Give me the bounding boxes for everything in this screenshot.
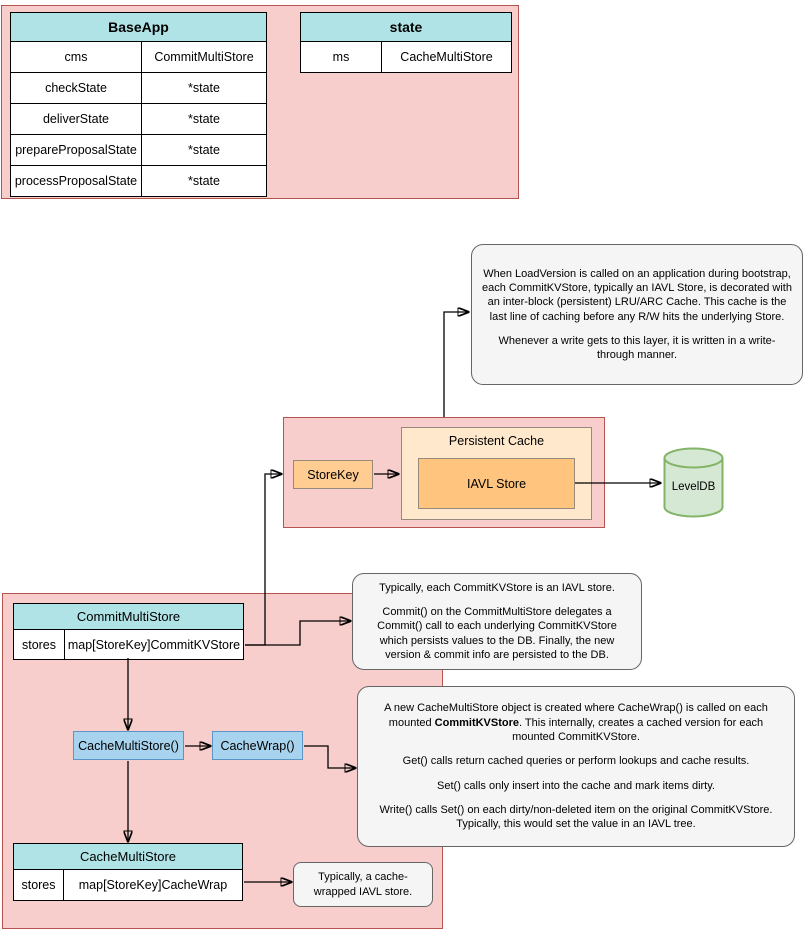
note-text-bold: CommitKVStore — [434, 716, 520, 729]
note-paragraph: Set() calls only insert into the cache a… — [437, 779, 715, 792]
state-table: state ms CacheMultiStore — [300, 12, 512, 73]
note-paragraph: Get() calls return cached queries or per… — [402, 755, 750, 768]
note-paragraph: Typically, each CommitKVStore is an IAVL… — [379, 581, 615, 594]
note-paragraph: A new CacheMultiStore object is created … — [368, 701, 784, 744]
field-name: cms — [11, 42, 142, 72]
cachemultistore-fn-box: CacheMultiStore() — [73, 731, 184, 760]
field-type: map[StoreKey]CacheWrap — [64, 870, 242, 900]
field-type: map[StoreKey]CommitKVStore — [65, 630, 243, 659]
note-paragraph: Commit() on the CommitMultiStore delegat… — [377, 606, 617, 661]
table-row: stores map[StoreKey]CacheWrap — [14, 870, 242, 900]
note-cache-wrapped: Typically, a cache-wrapped IAVL store. — [293, 862, 433, 907]
note-paragraph: Typically, a cache-wrapped IAVL store. — [313, 871, 413, 898]
table-row: stores map[StoreKey]CommitKVStore — [14, 630, 243, 659]
storekey-label: StoreKey — [307, 467, 359, 482]
field-name: ms — [301, 42, 382, 72]
note-paragraph: Whenever a write gets to this layer, it … — [498, 334, 776, 362]
table-row: deliverState *state — [11, 104, 266, 135]
field-name: deliverState — [11, 104, 142, 134]
field-name: stores — [14, 870, 64, 900]
note-loadversion: When LoadVersion is called on an applica… — [471, 244, 803, 385]
iavl-store-box: IAVL Store — [418, 458, 575, 509]
cachemultistore-table-title: CacheMultiStore — [14, 844, 242, 870]
note-paragraph: When LoadVersion is called on an applica… — [482, 267, 792, 323]
note-commit-delegation: Typically, each CommitKVStore is an IAVL… — [352, 573, 642, 670]
leveldb-label: LevelDB — [671, 481, 716, 493]
persistent-cache-label: Persistent Cache — [448, 434, 545, 448]
note-text: . This internally, creates a cached vers… — [512, 716, 764, 744]
table-row: processProposalState *state — [11, 166, 266, 196]
baseapp-table: BaseApp cms CommitMultiStore checkState … — [10, 12, 267, 197]
cachemultistore-fn-label: CacheMultiStore() — [78, 738, 179, 753]
cachewrap-fn-label: CacheWrap() — [220, 738, 295, 753]
note-cachewrap-behaviour: A new CacheMultiStore object is created … — [357, 686, 795, 847]
state-table-title: state — [301, 13, 511, 42]
note-paragraph: Write() calls Set() on each dirty/non-de… — [379, 803, 773, 831]
table-row: cms CommitMultiStore — [11, 42, 266, 73]
commitmultistore-table-title: CommitMultiStore — [14, 604, 243, 630]
baseapp-table-title: BaseApp — [11, 13, 266, 42]
table-row: ms CacheMultiStore — [301, 42, 511, 72]
storekey-box: StoreKey — [293, 460, 373, 489]
leveldb-cylinder: LevelDB — [663, 447, 724, 518]
field-name: checkState — [11, 73, 142, 103]
commitmultistore-table: CommitMultiStore stores map[StoreKey]Com… — [13, 603, 244, 660]
field-type: *state — [142, 73, 266, 103]
arrow-cache-to-note — [443, 312, 468, 417]
field-type: CacheMultiStore — [382, 42, 511, 72]
cachemultistore-table: CacheMultiStore stores map[StoreKey]Cach… — [13, 843, 243, 901]
field-type: *state — [142, 104, 266, 134]
iavl-store-label: IAVL Store — [466, 476, 527, 491]
note-text: A new CacheMultiStore object is created … — [384, 702, 768, 729]
table-row: prepareProposalState *state — [11, 135, 266, 166]
field-type: *state — [142, 135, 266, 165]
database-icon — [663, 447, 724, 518]
field-name: stores — [14, 630, 65, 659]
field-type: *state — [142, 166, 266, 196]
field-name: prepareProposalState — [11, 135, 142, 165]
cachewrap-fn-box: CacheWrap() — [212, 731, 303, 760]
table-row: checkState *state — [11, 73, 266, 104]
field-type: CommitMultiStore — [142, 42, 266, 72]
field-name: processProposalState — [11, 166, 142, 196]
